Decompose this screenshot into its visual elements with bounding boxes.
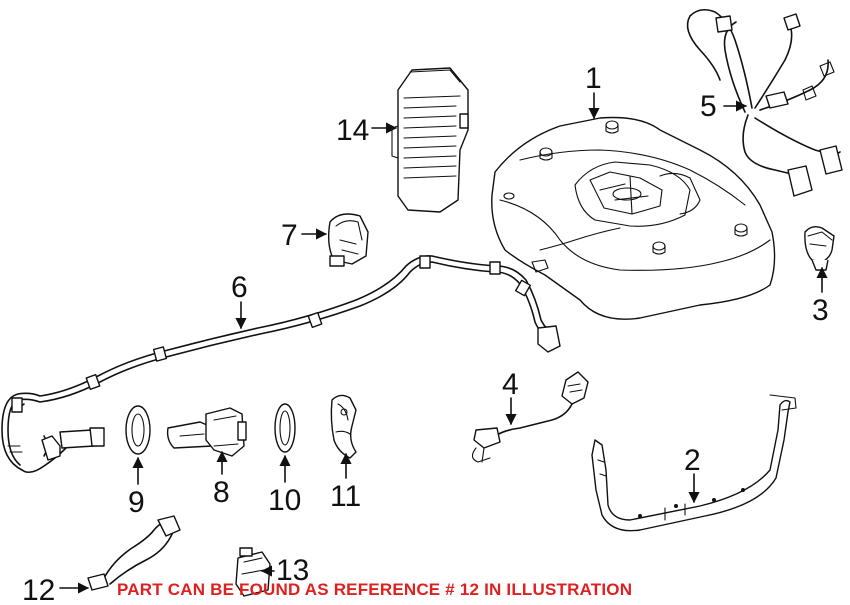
callout-3: 3 bbox=[812, 294, 829, 327]
part-10-o-ring[interactable] bbox=[274, 403, 296, 453]
part-4-sensor-harness[interactable] bbox=[471, 371, 589, 463]
part-5-wiring-harness[interactable] bbox=[686, 8, 843, 197]
part-13-bracket[interactable] bbox=[235, 547, 271, 597]
part-9-o-ring[interactable] bbox=[125, 405, 151, 455]
callout-2: 2 bbox=[684, 444, 701, 477]
callout-1: 1 bbox=[585, 62, 602, 95]
part-3-cap[interactable] bbox=[804, 225, 835, 271]
callout-14: 14 bbox=[336, 114, 369, 147]
part-1-fuel-tank[interactable] bbox=[491, 116, 776, 320]
part-14-control-module[interactable] bbox=[391, 67, 469, 213]
callout-7: 7 bbox=[281, 219, 298, 252]
callout-9: 9 bbox=[128, 486, 145, 519]
reference-note: PART CAN BE FOUND AS REFERENCE # 12 IN I… bbox=[117, 580, 633, 599]
part-2-tank-strap[interactable] bbox=[591, 394, 797, 532]
part-7-valve[interactable] bbox=[327, 213, 369, 267]
callout-6: 6 bbox=[231, 271, 248, 304]
part-8-connector[interactable] bbox=[166, 407, 247, 457]
callout-10: 10 bbox=[268, 484, 301, 517]
callout-13: 13 bbox=[276, 554, 309, 587]
callout-8: 8 bbox=[213, 476, 230, 509]
part-12-harness[interactable] bbox=[87, 515, 181, 591]
callout-12: 12 bbox=[22, 574, 55, 605]
part-11-clip[interactable] bbox=[330, 394, 357, 459]
callout-11: 11 bbox=[330, 480, 361, 513]
callout-5: 5 bbox=[700, 90, 717, 123]
callout-4: 4 bbox=[502, 368, 519, 401]
part-6-fuel-line[interactable] bbox=[1, 255, 561, 474]
